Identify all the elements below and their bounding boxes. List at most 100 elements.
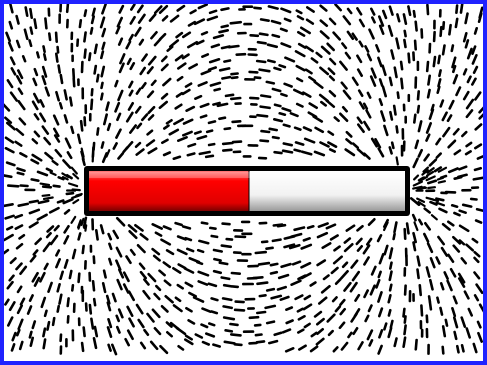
iron-filing (199, 5, 207, 8)
iron-filing (430, 160, 436, 166)
iron-filing (21, 299, 24, 305)
iron-filing (109, 234, 111, 239)
iron-filing (103, 43, 105, 49)
iron-filing (114, 143, 117, 148)
iron-filing (467, 245, 473, 251)
iron-filing (315, 82, 323, 88)
iron-filing (118, 280, 122, 289)
iron-filing (164, 153, 170, 156)
iron-filing (162, 57, 166, 61)
iron-filing (347, 139, 352, 143)
iron-filing (39, 201, 48, 203)
iron-filing (450, 101, 454, 108)
iron-filing (189, 144, 196, 146)
iron-filing (468, 49, 471, 58)
iron-filing (414, 233, 416, 242)
iron-filing (395, 68, 397, 77)
iron-filing (174, 157, 180, 159)
iron-filing (283, 151, 292, 153)
iron-filing (273, 240, 281, 241)
iron-filing (281, 297, 289, 300)
iron-filing (283, 330, 290, 333)
iron-filing (302, 263, 311, 267)
iron-filing (201, 116, 206, 118)
iron-filing (137, 150, 144, 155)
iron-filing (43, 76, 46, 84)
iron-filing (358, 246, 362, 250)
iron-filing (59, 66, 60, 73)
iron-filing (344, 91, 350, 99)
iron-filing (477, 285, 483, 293)
iron-filing (267, 289, 274, 290)
iron-filing (124, 147, 128, 152)
iron-filing (177, 328, 185, 334)
iron-filing (107, 103, 109, 110)
iron-filing (307, 20, 313, 24)
iron-filing (18, 173, 24, 174)
iron-filing (79, 274, 80, 282)
iron-filing (333, 297, 337, 301)
iron-filing (92, 17, 94, 23)
iron-filing (83, 246, 84, 253)
iron-filing (404, 40, 405, 47)
iron-filing (356, 295, 359, 300)
iron-filing (256, 252, 266, 253)
iron-filing (173, 268, 180, 272)
iron-filing (467, 100, 473, 108)
iron-filing (284, 125, 290, 127)
iron-filing (213, 345, 219, 347)
iron-filing (104, 271, 106, 278)
iron-filing (160, 102, 167, 108)
iron-filing (452, 46, 453, 51)
iron-filing (390, 112, 392, 119)
iron-filing (366, 316, 369, 321)
iron-filing (368, 93, 370, 98)
iron-filing (30, 9, 31, 18)
iron-filing (186, 308, 191, 311)
iron-filing (468, 77, 471, 82)
iron-filing (418, 270, 419, 278)
iron-filing (178, 250, 186, 254)
iron-filing (407, 224, 408, 234)
iron-filing (336, 5, 341, 11)
iron-filing (437, 139, 441, 144)
iron-filing (199, 272, 208, 275)
iron-filing (41, 184, 49, 185)
iron-filing (380, 99, 382, 104)
iron-filing (65, 226, 69, 232)
iron-filing (273, 35, 279, 37)
iron-filing (206, 334, 214, 337)
iron-filing (4, 204, 12, 206)
iron-filing (195, 20, 204, 24)
iron-filing (170, 130, 178, 134)
iron-filing (96, 230, 97, 239)
iron-filing (66, 139, 70, 148)
iron-filing (439, 181, 445, 182)
iron-filing (466, 40, 468, 47)
iron-filing (6, 148, 13, 152)
iron-filing (281, 29, 287, 31)
iron-filing (319, 224, 328, 227)
iron-filing (358, 70, 362, 76)
iron-filing (53, 318, 54, 325)
iron-filing (360, 42, 363, 47)
iron-filing (40, 273, 44, 281)
iron-filing (466, 14, 468, 23)
iron-filing (103, 29, 105, 36)
iron-filing (343, 263, 347, 267)
iron-filing (261, 19, 269, 20)
iron-filing (312, 333, 317, 336)
iron-filing (34, 79, 37, 85)
iron-filing (443, 128, 449, 136)
iron-filing (478, 322, 480, 327)
iron-filing (17, 264, 22, 270)
iron-filing (328, 44, 334, 50)
iron-filing (187, 249, 193, 251)
iron-filing (432, 215, 437, 219)
iron-filing (322, 286, 329, 292)
iron-filing (360, 20, 364, 26)
iron-filing (114, 231, 118, 238)
iron-filing (148, 131, 152, 135)
iron-filing (215, 89, 220, 90)
iron-filing (475, 273, 480, 279)
